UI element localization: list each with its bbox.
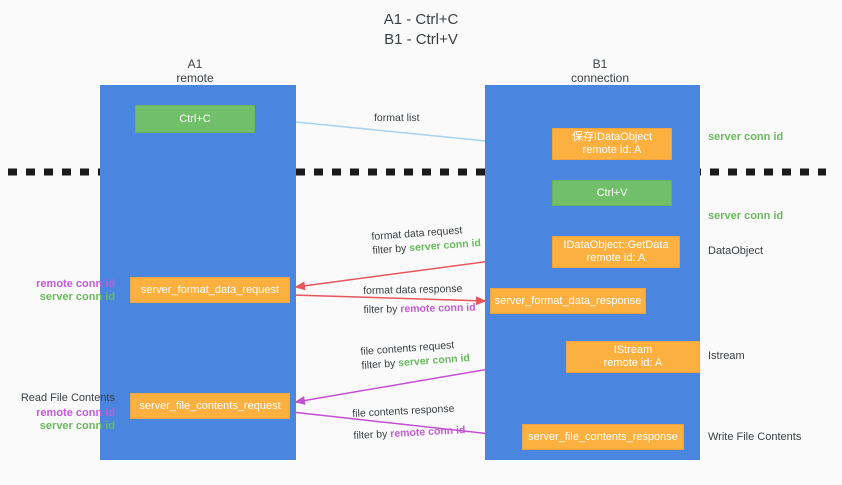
arrow-label-format-data-request: format data request filter by server con…: [371, 222, 481, 258]
box-istream[interactable]: IStream remote id: A: [566, 341, 700, 373]
box-idataobject-line1: 保存IDataObject: [571, 131, 653, 143]
box-getdata-line2: remote id: A: [586, 252, 646, 264]
arrow-label-format-list: format list: [374, 112, 420, 124]
box-idataobject[interactable]: 保存IDataObject remote id: A: [552, 128, 672, 160]
filter-prefix: filter by: [361, 357, 399, 372]
filter-prefix: filter by: [353, 428, 391, 442]
box-server-format-data-request[interactable]: server_format_data_request: [130, 277, 290, 303]
filter-prefix: filter by: [363, 303, 401, 316]
label-read-file-contents: Read File Contents: [20, 392, 115, 404]
lane-header-a1: A1 remote: [120, 57, 270, 85]
format-data-response-filter: filter by remote conn id: [363, 301, 475, 317]
box-ctrl-v-label: Ctrl+V: [596, 186, 628, 199]
box-idataobject-line2: remote id: A: [582, 144, 642, 156]
label-server-conn-id-top: server conn id: [708, 131, 784, 143]
filter-value-server-conn-id: server conn id: [397, 352, 471, 370]
box-server-format-data-response[interactable]: server_format_data_response: [490, 288, 646, 314]
title-line-1: A1 - Ctrl+C: [383, 11, 459, 28]
box-format-data-request-label: server_format_data_request: [140, 283, 280, 296]
box-ctrl-c[interactable]: Ctrl+C: [135, 105, 255, 133]
file-contents-response-filter: filter by remote conn id: [353, 423, 466, 443]
box-file-contents-response-label: server_file_contents_response: [528, 430, 678, 443]
box-server-file-contents-response[interactable]: server_file_contents_response: [522, 424, 684, 450]
box-file-contents-request-label: server_file_contents_request: [139, 399, 281, 412]
filter-prefix: filter by: [372, 242, 410, 257]
title-line-2: B1 - Ctrl+V: [384, 31, 458, 48]
arrow-label-format-data-response: format data response filter by remote co…: [363, 282, 476, 317]
label-group-read-file-contents: Read File Contents remote conn id server…: [10, 392, 115, 433]
box-istream-line2: remote id: A: [603, 357, 663, 369]
box-ctrl-v[interactable]: Ctrl+V: [552, 180, 672, 206]
filter-value-remote-conn-id: remote conn id: [389, 424, 466, 441]
box-server-file-contents-request[interactable]: server_file_contents_request: [130, 393, 290, 419]
arrow-label-file-contents-response: file contents response filter by remote …: [352, 401, 466, 443]
arrow-label-file-contents-request: file contents request filter by server c…: [360, 337, 470, 373]
lane-b1-sub: connection: [570, 71, 630, 85]
box-getdata-line1: IDataObject::GetData: [563, 239, 669, 251]
box-idataobject-getdata[interactable]: IDataObject::GetData remote id: A: [552, 236, 680, 268]
filter-value-remote-conn-id: remote conn id: [400, 301, 476, 316]
lane-a1-sub: remote: [176, 71, 214, 85]
lane-b1-name: B1: [592, 57, 608, 71]
label-remote-conn-id-1: remote conn id: [36, 278, 115, 290]
box-ctrl-c-label: Ctrl+C: [179, 112, 211, 125]
file-contents-response-text: file contents response: [352, 402, 455, 420]
label-write-file-contents: Write File Contents: [708, 431, 802, 443]
box-istream-line1: IStream: [613, 344, 653, 356]
label-istream: Istream: [708, 350, 745, 362]
filter-value-server-conn-id: server conn id: [408, 237, 482, 255]
lane-header-b1: B1 connection: [510, 57, 690, 85]
label-group-format-conn-ids: remote conn id server conn id: [10, 278, 115, 304]
label-server-conn-id-2: server conn id: [39, 420, 115, 432]
lane-a1-name: A1: [187, 57, 203, 71]
box-format-data-response-label: server_format_data_response: [494, 294, 642, 307]
label-server-conn-id-1: server conn id: [39, 291, 115, 303]
format-data-response-text: format data response: [363, 282, 463, 297]
page-title: A1 - Ctrl+C B1 - Ctrl+V: [0, 10, 842, 50]
label-dataobject: DataObject: [708, 245, 764, 257]
label-remote-conn-id-2: remote conn id: [36, 407, 115, 419]
label-server-conn-id-mid: server conn id: [708, 210, 784, 222]
